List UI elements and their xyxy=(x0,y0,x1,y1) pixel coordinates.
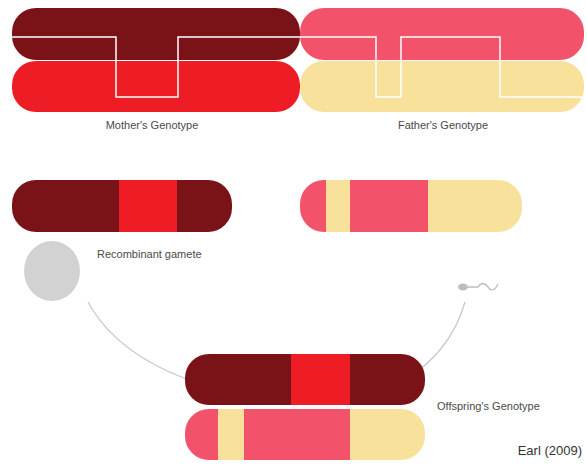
genotype-label: Offspring's Genotype xyxy=(437,400,540,413)
genotype-label: Father's Genotype xyxy=(398,119,488,132)
paternal-gamete-chromosome xyxy=(300,180,522,232)
gamete-label: Recombinant gamete xyxy=(97,248,202,261)
maternal-gamete-chromosome xyxy=(12,180,232,232)
egg-cell xyxy=(24,241,80,301)
offspring-paternal-chromosome xyxy=(185,409,425,460)
father-chromosomes xyxy=(300,8,584,112)
source-credit: Earl (2009) xyxy=(518,443,582,459)
genotype-label: Mother's Genotype xyxy=(106,119,199,132)
mother-chromosomes xyxy=(12,8,300,112)
sperm-cell xyxy=(458,284,498,291)
offspring-maternal-chromosome xyxy=(185,354,425,405)
